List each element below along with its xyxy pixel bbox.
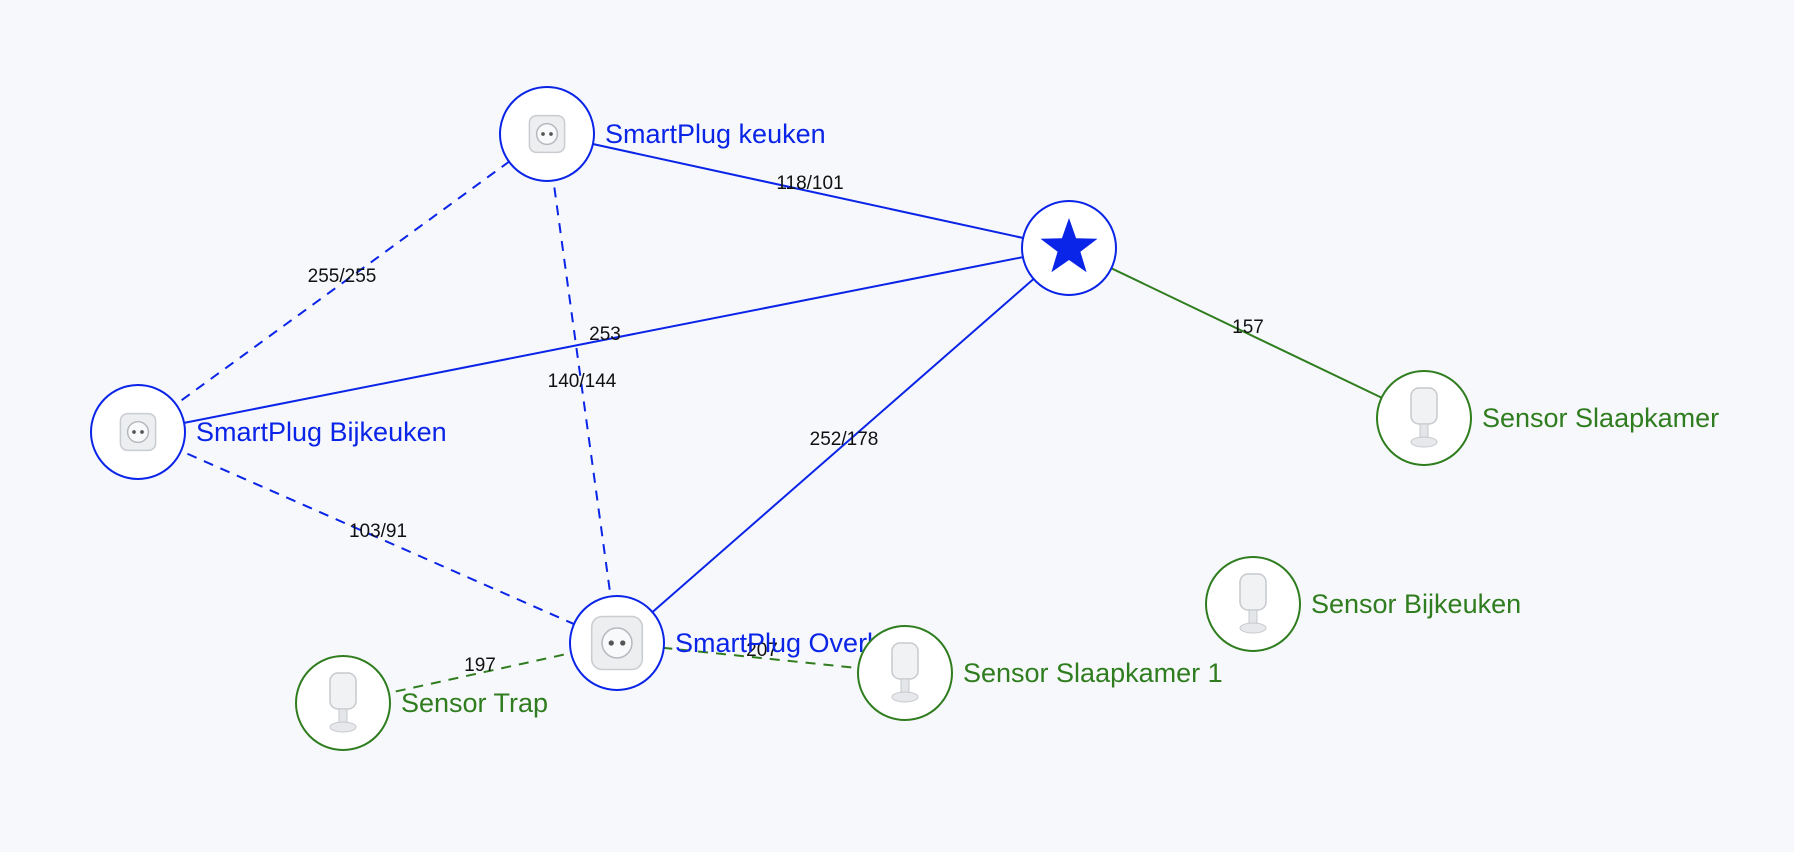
- edge-label: 255/255: [308, 266, 377, 287]
- edge-plug-bijkeuken-plug-keuken: [137, 133, 548, 433]
- node-plug-bijkeuken[interactable]: SmartPlug Bijkeuken: [90, 384, 447, 480]
- smart-plug-icon: [119, 412, 157, 452]
- node-label: SmartPlug keuken: [605, 119, 826, 149]
- node-sensor-slaapkamer-1[interactable]: Sensor Slaapkamer 1: [857, 625, 1223, 721]
- edge-plug-bijkeuken-coordinator: [137, 247, 1070, 433]
- edge-plug-keuken-coordinator: [546, 133, 1070, 249]
- motion-sensor-icon: [1410, 387, 1438, 448]
- edge-label: 140/144: [548, 371, 617, 392]
- node-label: Sensor Bijkeuken: [1311, 589, 1521, 619]
- edge-label: 118/101: [776, 173, 843, 194]
- edge-label: 207: [746, 640, 778, 661]
- node-plug-keuken[interactable]: SmartPlug keuken: [499, 86, 826, 182]
- edge-label: 157: [1232, 317, 1264, 338]
- motion-sensor-icon: [329, 672, 357, 733]
- motion-sensor-icon: [891, 642, 919, 703]
- edge-labels-layer: 118/101 253 252/178 157 255/255 140/144 103/91…: [308, 173, 1264, 676]
- edge-plug-keuken-plug-overloop: [546, 133, 618, 644]
- node-label: Sensor Slaapkamer 1: [963, 658, 1223, 688]
- edges-layer: [137, 133, 1425, 704]
- edge-plug-overloop-coordinator: [616, 247, 1070, 644]
- node-coordinator[interactable]: [1021, 200, 1117, 296]
- motion-sensor-icon: [1239, 573, 1267, 634]
- node-sensor-trap[interactable]: Sensor Trap: [295, 655, 548, 751]
- edge-label: 253: [589, 324, 621, 345]
- smart-plug-icon: [528, 114, 566, 154]
- edge-label: 252/178: [810, 429, 879, 450]
- edge-plug-bijkeuken-plug-overloop: [137, 431, 618, 644]
- edge-label: 103/91: [349, 521, 407, 542]
- node-sensor-bijkeuken[interactable]: Sensor Bijkeuken: [1205, 556, 1521, 652]
- node-plug-overloop[interactable]: SmartPlug Overloop: [569, 595, 918, 691]
- edge-sensor-slaapkamer-coordinator: [1068, 247, 1425, 419]
- node-label: SmartPlug Bijkeuken: [196, 417, 447, 447]
- node-sensor-slaapkamer[interactable]: Sensor Slaapkamer: [1376, 370, 1719, 466]
- edge-sensor-slaapkamer-1-plug-overloop: [616, 642, 906, 674]
- node-label: Sensor Slaapkamer: [1482, 403, 1719, 433]
- edge-label: 197: [464, 655, 496, 676]
- star-icon: [1040, 218, 1098, 273]
- smart-plug-icon: [590, 615, 644, 671]
- node-label: Sensor Trap: [401, 688, 548, 718]
